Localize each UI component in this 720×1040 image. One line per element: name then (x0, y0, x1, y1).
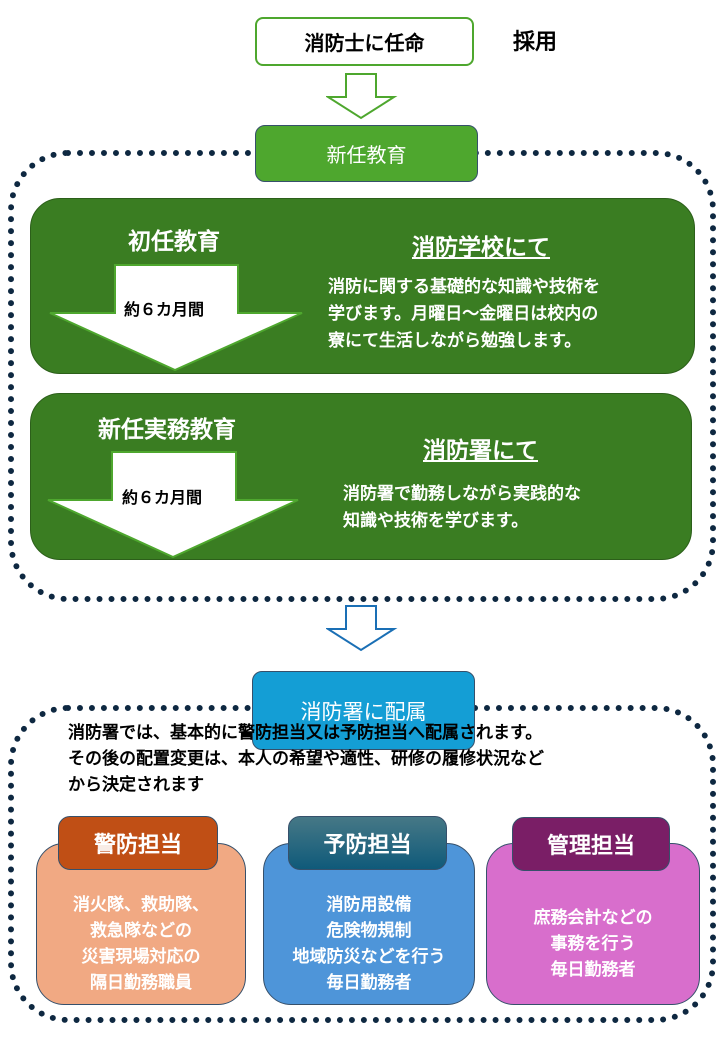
duration-arrow-icon (49, 264, 303, 372)
initial-duration: 約６カ月間 (124, 300, 205, 319)
assignment-description: 消防署では、基本的に警防担当又は予防担当へ配属されます。 その後の配置変更は、本… (68, 720, 544, 798)
text-line: 学びます。月曜日～金曜日は校内の (328, 304, 599, 324)
card-prevention-title: 予防担当 (288, 816, 447, 870)
text-line: 消防に関する基礎的な知識や技術を (328, 277, 600, 297)
practical-place: 消防署にて (423, 438, 538, 464)
card-administration-title: 管理担当 (512, 817, 670, 871)
text-line: 隔日勤務職員 (90, 973, 192, 993)
initial-place: 消防学校にて (412, 235, 550, 261)
text-line: 危険物規制 (326, 921, 412, 941)
text-line: 毎日勤務者 (550, 960, 636, 980)
practical-description: 消防署で勤務しながら実践的な 知識や技術を学びます。 (343, 481, 581, 535)
text-line: 地域防災などを行う (292, 947, 446, 967)
text-line: 消防用設備 (326, 895, 412, 915)
down-arrow-icon (326, 73, 398, 120)
text-line: から決定されます (68, 775, 204, 795)
text-line: 救急隊などの (90, 921, 192, 941)
practical-duration: 約６カ月間 (122, 488, 203, 507)
text-line: 毎日勤務者 (326, 973, 412, 993)
down-arrow-icon (326, 605, 398, 652)
text-line: 消防署で勤務しながら実践的な (343, 484, 581, 504)
text-line: 事務を行う (550, 934, 636, 954)
card-firefighting-title: 警防担当 (58, 816, 218, 870)
card-firefighting: 消火隊、救助隊、 救急隊などの 災害現場対応の 隔日勤務職員 (36, 843, 246, 1005)
appointment-box: 消防士に任命 (255, 17, 474, 66)
initial-description: 消防に関する基礎的な知識や技術を 学びます。月曜日～金曜日は校内の 寮にて生活し… (328, 274, 600, 355)
hire-label: 採用 (513, 30, 558, 55)
text-line: その後の配置変更は、本人の希望や適性、研修の履修状況など (68, 749, 544, 769)
assignment-title-box: 消防署に配属 (252, 671, 475, 750)
initial-training-title: 初任教育 (128, 229, 220, 255)
text-line: 寮にて生活しながら勉強します。 (328, 331, 582, 351)
card-prevention: 消防用設備 危険物規制 地域防災などを行う 毎日勤務者 (263, 843, 475, 1005)
text-line: 知識や技術を学びます。 (343, 511, 529, 531)
practical-training-title: 新任実務教育 (98, 417, 236, 443)
text-line: 消火隊、救助隊、 (73, 895, 209, 915)
text-line: 消防署では、基本的に警防担当又は予防担当へ配属されます。 (68, 723, 543, 743)
education-title-box: 新任教育 (255, 125, 478, 182)
duration-arrow-icon (47, 451, 299, 559)
text-line: 庶務会計などの (533, 908, 653, 928)
text-line: 災害現場対応の (81, 947, 201, 967)
